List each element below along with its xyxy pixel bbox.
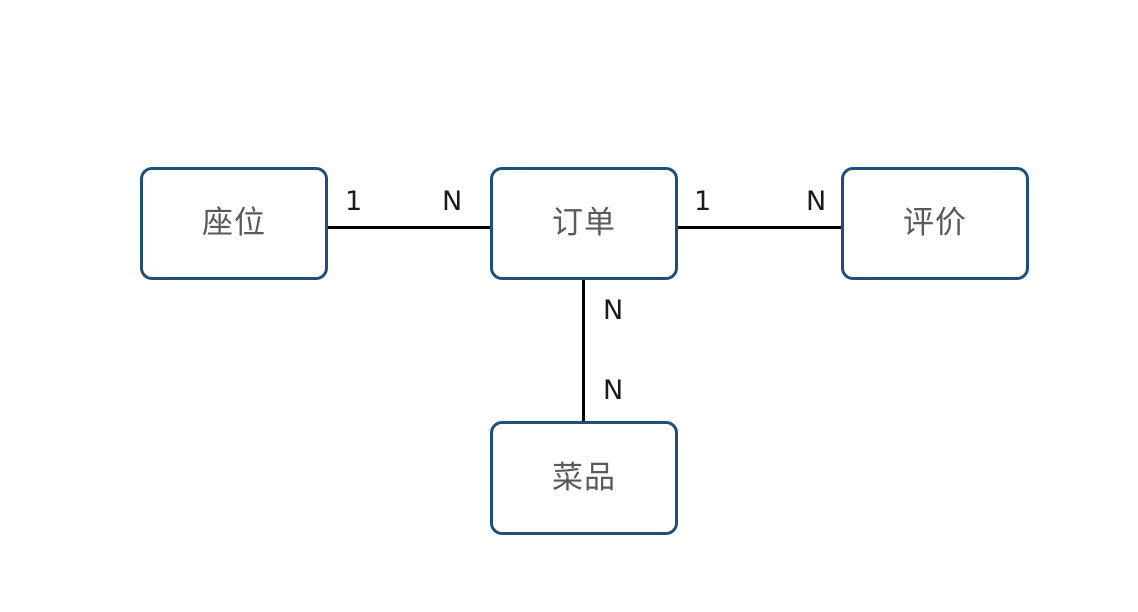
cardinality-label-review-side: N	[806, 186, 827, 217]
entity-label-order: 订单	[552, 205, 616, 241]
cardinality-label-order-right-side: 1	[694, 186, 712, 217]
entity-label-dish: 菜品	[552, 459, 616, 496]
entity-box-dish[interactable]: 菜品	[490, 421, 678, 535]
connector-order-review	[678, 226, 841, 229]
entity-box-seat[interactable]: 座位	[140, 167, 328, 280]
connector-order-dish	[582, 280, 585, 421]
cardinality-label-dish-top: N	[603, 375, 624, 406]
cardinality-label-order-left-side: N	[442, 186, 463, 217]
entity-box-review[interactable]: 评价	[841, 167, 1029, 280]
connector-seat-order	[328, 226, 490, 229]
cardinality-label-order-bottom: N	[603, 295, 624, 326]
entity-label-review: 评价	[903, 205, 967, 241]
entity-label-seat: 座位	[202, 205, 266, 241]
entity-box-order[interactable]: 订单	[490, 167, 678, 280]
cardinality-label-seat-side: 1	[345, 186, 363, 217]
